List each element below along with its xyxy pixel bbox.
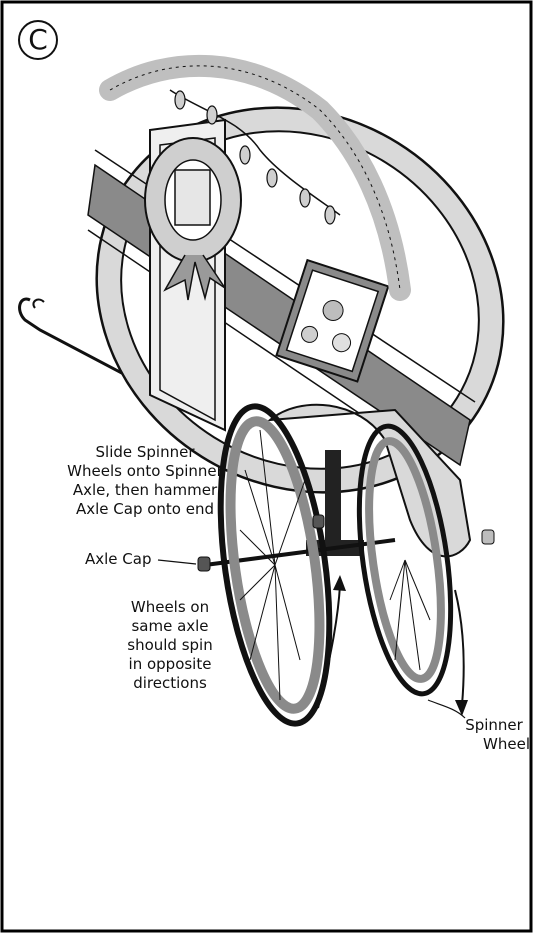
spin-line-3: should spin (110, 636, 230, 655)
spin-line-2: same axle (110, 617, 230, 636)
instruction-line-1: Slide Spinner (55, 443, 235, 462)
axle-cap-left (198, 557, 210, 571)
axle-support (325, 450, 341, 545)
axle-cap-leader (158, 560, 196, 564)
axle-cap-label: Axle Cap (85, 550, 152, 569)
axle-cap-mid (313, 515, 324, 528)
spin-line-5: directions (110, 674, 230, 693)
instruction-line-3: Axle, then hammer (55, 481, 235, 500)
spinner-line-2: Wheel (458, 735, 530, 754)
spin-line-1: Wheels on (110, 598, 230, 617)
axle-cap-right (482, 530, 494, 544)
spinner-line-1: Spinner (458, 716, 530, 735)
instruction-line-2: Wheels onto Spinner (55, 462, 235, 481)
spinner-wheel-label: Spinner Wheel (458, 716, 530, 754)
spin-direction-label: Wheels on same axle should spin in oppos… (110, 598, 230, 693)
spin-line-4: in opposite (110, 655, 230, 674)
instruction-line-4: Axle Cap onto end (55, 500, 235, 519)
rotation-arrow-down (455, 590, 468, 716)
instruction-label: Slide Spinner Wheels onto Spinner Axle, … (55, 443, 235, 519)
